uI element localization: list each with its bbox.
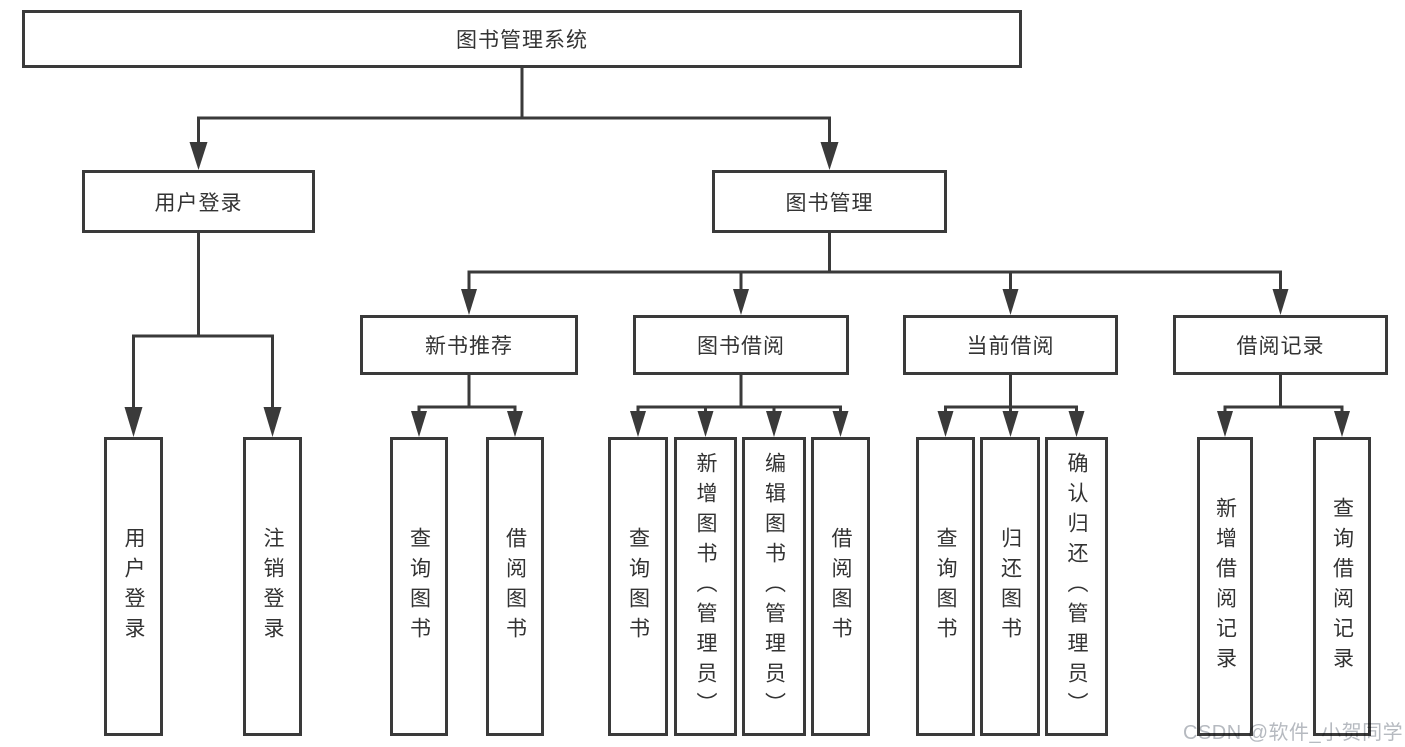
leaf-borrow-books-borrow: 借阅图书 bbox=[811, 437, 870, 736]
arrowhead-icon bbox=[1002, 289, 1019, 315]
leaf-return-book: 归还图书 bbox=[980, 437, 1040, 736]
arrowhead-icon bbox=[733, 289, 749, 315]
leaf-logout: 注销登录 bbox=[243, 437, 302, 736]
arrowhead-icon bbox=[1002, 411, 1019, 437]
arrowhead-icon bbox=[263, 407, 282, 437]
node-new-book-recommend: 新书推荐 bbox=[360, 315, 578, 375]
connector-root-to-level2 bbox=[189, 66, 839, 170]
leaf-query-books-recommend: 查询图书 bbox=[390, 437, 448, 736]
node-book-borrow-label: 图书借阅 bbox=[697, 335, 785, 358]
connector-user-login-to-leaves bbox=[124, 231, 282, 437]
leaf-user-login-label: 用户登录 bbox=[122, 526, 145, 647]
node-current-borrow-label: 当前借阅 bbox=[966, 335, 1055, 358]
arrowhead-icon bbox=[1068, 411, 1085, 437]
leaf-query-borrow-record: 查询借阅记录 bbox=[1313, 437, 1371, 736]
leaf-edit-book-admin-label: 编辑图书（管理员） bbox=[762, 451, 786, 722]
leaf-query-books-current: 查询图书 bbox=[916, 437, 975, 736]
leaf-borrow-books-borrow-label: 借阅图书 bbox=[829, 526, 852, 647]
connector-new-book-recommend-to-leaves bbox=[411, 373, 523, 437]
leaf-borrow-books-recommend-label: 借阅图书 bbox=[503, 526, 527, 647]
leaf-edit-book-admin: 编辑图书（管理员） bbox=[742, 437, 806, 736]
connector-current-borrow-to-leaves bbox=[937, 373, 1085, 437]
leaf-add-borrow-record-label: 新增借阅记录 bbox=[1213, 496, 1237, 677]
arrowhead-icon bbox=[832, 411, 849, 437]
node-root-label: 图书管理系统 bbox=[456, 29, 588, 52]
node-borrow-records: 借阅记录 bbox=[1173, 315, 1388, 375]
arrowhead-icon bbox=[630, 411, 646, 437]
node-borrow-records-label: 借阅记录 bbox=[1236, 335, 1325, 358]
arrowhead-icon bbox=[820, 142, 839, 170]
node-book-borrow: 图书借阅 bbox=[633, 315, 849, 375]
arrowhead-icon bbox=[1334, 411, 1350, 437]
arrowhead-icon bbox=[189, 142, 208, 170]
leaf-return-book-label: 归还图书 bbox=[998, 526, 1022, 647]
connector-book-management-to-level3 bbox=[461, 231, 1289, 315]
node-root: 图书管理系统 bbox=[22, 10, 1022, 68]
leaf-add-borrow-record: 新增借阅记录 bbox=[1197, 437, 1253, 736]
node-book-management: 图书管理 bbox=[712, 170, 947, 233]
node-user-login: 用户登录 bbox=[82, 170, 315, 233]
leaf-add-book-admin-label: 新增图书（管理员） bbox=[694, 451, 717, 722]
connector-book-borrow-to-leaves bbox=[630, 373, 849, 437]
arrowhead-icon bbox=[1217, 411, 1233, 437]
leaf-add-book-admin: 新增图书（管理员） bbox=[674, 437, 737, 736]
arrowhead-icon bbox=[461, 289, 477, 315]
leaf-borrow-books-recommend: 借阅图书 bbox=[486, 437, 544, 736]
arrowhead-icon bbox=[411, 411, 427, 437]
leaf-query-books-current-label: 查询图书 bbox=[934, 526, 957, 647]
arrowhead-icon bbox=[697, 411, 714, 437]
leaf-query-borrow-record-label: 查询借阅记录 bbox=[1330, 496, 1354, 677]
leaf-logout-label: 注销登录 bbox=[261, 526, 284, 647]
node-new-book-recommend-label: 新书推荐 bbox=[425, 335, 513, 358]
arrowhead-icon bbox=[507, 411, 523, 437]
node-current-borrow: 当前借阅 bbox=[903, 315, 1118, 375]
leaf-query-books-borrow-label: 查询图书 bbox=[626, 526, 650, 647]
arrowhead-icon bbox=[766, 411, 782, 437]
leaf-confirm-return-admin-label: 确认归还（管理员） bbox=[1065, 451, 1088, 722]
arrowhead-icon bbox=[1272, 289, 1289, 315]
watermark: CSDN @软件_小贺同学 bbox=[1183, 722, 1404, 744]
leaf-query-books-recommend-label: 查询图书 bbox=[407, 526, 431, 647]
arrowhead-icon bbox=[937, 411, 954, 437]
leaf-query-books-borrow: 查询图书 bbox=[608, 437, 668, 736]
leaf-confirm-return-admin: 确认归还（管理员） bbox=[1045, 437, 1108, 736]
node-book-management-label: 图书管理 bbox=[785, 191, 874, 215]
connector-borrow-records-to-leaves bbox=[1217, 373, 1350, 437]
arrowhead-icon bbox=[124, 407, 143, 437]
leaf-user-login: 用户登录 bbox=[104, 437, 163, 736]
node-user-login-label: 用户登录 bbox=[154, 191, 243, 215]
